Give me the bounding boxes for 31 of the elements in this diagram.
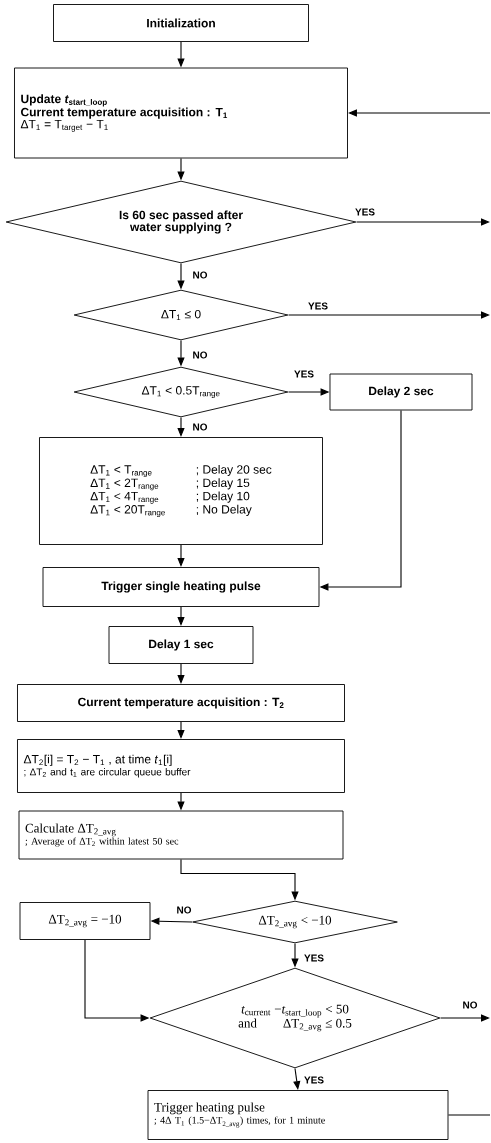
process-box: Trigger heating pulse $\text{; 4Δ T}_{\text{1}}\text{ (1.5−ΔT}_{\text{2\_avg}}\text{) times, for 1 minute}$ [147,1090,449,1140]
arrow [177,663,185,684]
arrow [177,544,185,567]
arrow [177,606,185,626]
edge-label: YES [354,207,376,217]
process-box: ΔT$_{2}$[i] = T$_{2}$ − T$_{1}$ , at time t$_{1}$[i] ; ΔT$_{2}$ and t$_{1}$ are circular queue buffer [17,739,345,793]
arrow [293,1067,301,1090]
process-box: Current temperature acquisition : T$_{2}$ [17,684,345,722]
process-box: Delay 2 sec [329,373,473,411]
edge-label: NO [461,1000,479,1010]
arrow [355,218,490,226]
edge-label: YES [303,953,325,963]
process-box: Delay 1 sec [108,626,254,664]
edge-label: NO [175,905,193,915]
edge-label: YES [307,301,329,311]
arrow [348,109,491,117]
edge-label: NO [191,270,209,280]
process-box: $\text{Update }\textit{t}_{\text{start\_loop}}$ Current temperature acquisition : T$_{1}$ ΔT$_{1}$ = T$_{target}$ − T$_{1}$ [14,67,348,159]
edge-label: NO [191,350,209,360]
arrow [287,311,490,319]
process-box: $\text{Calculate ΔT}_{\text{2\_avg}}$ ; Average of ΔT$_{2}$ within latest 50 sec [18,810,344,860]
process-box: Trigger single heating pulse [42,567,320,607]
arrow [439,1014,490,1022]
arrow [177,721,185,739]
edge-label: NO [191,422,209,432]
edge-label: YES [303,1075,325,1085]
arrow [177,416,185,437]
process-box: Initialization [53,4,309,42]
process-box: $\text{ΔT}_{\text{2\_avg}}\text{ = −10}$ [19,902,151,940]
condition-table-box: ΔT$_{1}$ < T$_{range}$ ; Delay 20 sec ΔT$_{1}$ < 2T$_{range}$ ; Delay 15 ΔT$_{1}$ < 4T$_{range}$ ; Delay 10 ΔT$_{1}$ < 20T$_{range}$ ; No Delay [39,437,323,545]
edge-label: YES [293,369,315,379]
